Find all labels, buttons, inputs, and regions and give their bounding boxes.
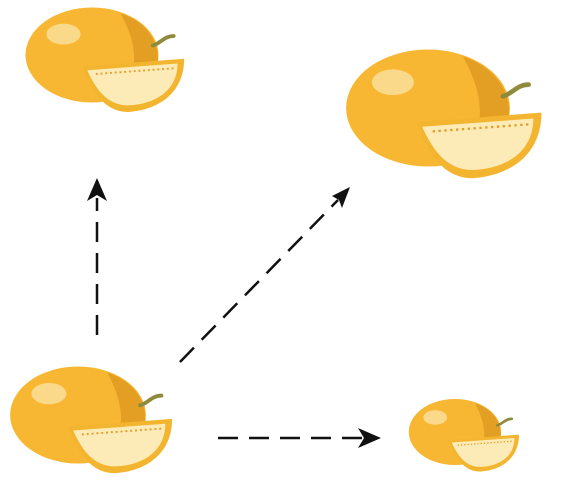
melon-top-right [346,49,541,178]
melon-icon [8,364,175,476]
melon-top-left [23,5,187,114]
melon-icon [23,5,187,114]
arrow-up [87,178,107,335]
melon-icon [407,397,521,473]
melon-icon [346,49,541,178]
melon-bottom-left [8,364,175,476]
melon-bottom-right [407,397,521,473]
arrow-diagonal [179,187,350,363]
arrow-right [218,428,381,448]
